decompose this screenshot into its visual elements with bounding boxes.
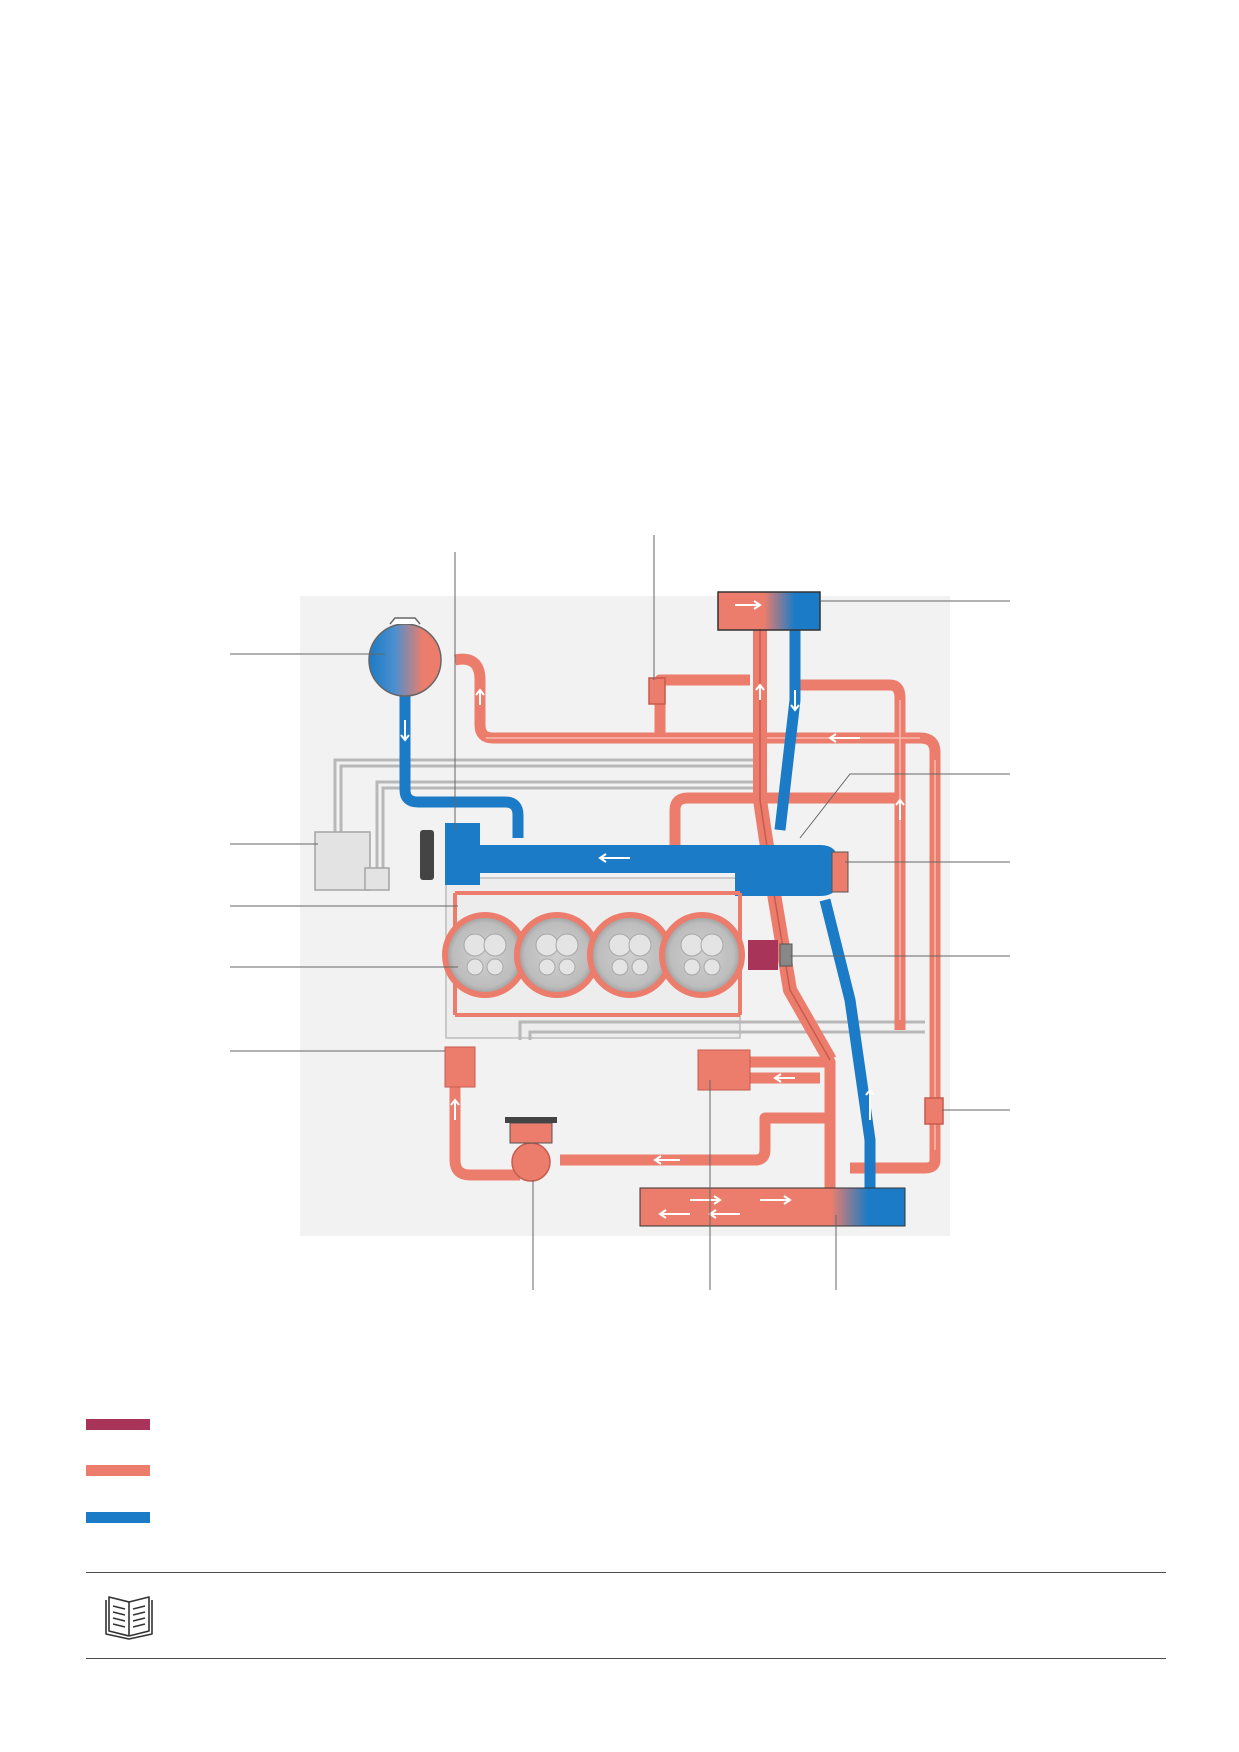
cylinder-4 — [659, 912, 745, 998]
heater-unit — [314, 831, 371, 891]
cylinder-3 — [587, 912, 673, 998]
hot-pipes — [449, 640, 941, 1210]
rail-inlet — [445, 823, 480, 885]
pump-pulley — [831, 851, 849, 893]
divider-top — [86, 1572, 1166, 1573]
open-book-icon — [105, 1596, 153, 1640]
cylinder-valves — [463, 933, 724, 976]
leader-lines — [230, 535, 1010, 1290]
heater-valve — [364, 867, 390, 891]
thermostat — [748, 940, 778, 970]
auxiliary-heat-exchanger — [444, 1046, 476, 1088]
cylinder-2 — [514, 912, 600, 998]
legend-swatch-hot — [86, 1465, 150, 1476]
cylinder-1 — [442, 912, 528, 998]
check-valves — [648, 677, 944, 1125]
divider-bottom — [86, 1658, 1166, 1659]
expansion-tank — [368, 623, 442, 697]
oil-cooler — [697, 1049, 751, 1091]
grey-heater-lines — [333, 758, 925, 1040]
drain-knob — [420, 830, 434, 880]
thermostat-thread — [779, 943, 793, 967]
leader-pump-housing — [799, 773, 1010, 839]
radiator-bottom-tank — [639, 1187, 906, 1227]
check-valve-top — [648, 677, 666, 705]
cylinders — [442, 912, 745, 998]
auxiliary-pump-base — [509, 1122, 553, 1144]
check-valve-right — [924, 1097, 944, 1125]
water-pump-housing — [735, 845, 838, 896]
legend-swatch-very-hot — [86, 1419, 150, 1430]
legend-swatch-cold — [86, 1512, 150, 1523]
auxiliary-pump — [511, 1142, 551, 1182]
radiator-top-tank — [717, 591, 821, 631]
